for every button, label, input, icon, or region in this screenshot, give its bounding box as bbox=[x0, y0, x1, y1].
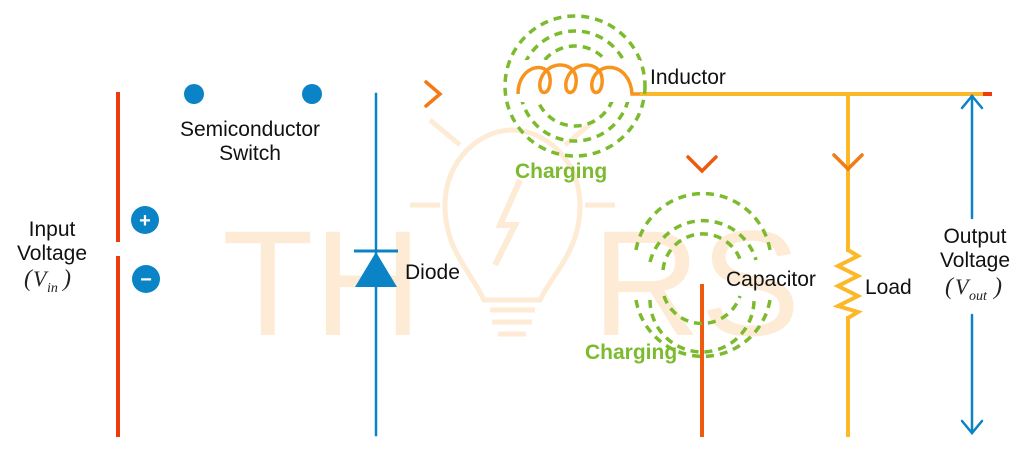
switch-terminal-left-icon bbox=[184, 84, 204, 104]
current-arrow-down-capacitor-icon bbox=[686, 155, 718, 174]
svg-text:in: in bbox=[47, 281, 58, 296]
diode-label: Diode bbox=[405, 261, 460, 284]
svg-text:V: V bbox=[33, 266, 49, 291]
switch-label-line2: Switch bbox=[219, 142, 281, 165]
input-voltage-symbol: ( V in ) bbox=[24, 266, 71, 296]
input-voltage-label-line2: Voltage bbox=[17, 242, 87, 265]
svg-text:(: ( bbox=[945, 274, 955, 300]
inductor-label: Inductor bbox=[650, 66, 726, 89]
diode-symbol-icon bbox=[354, 249, 398, 287]
svg-text:−: − bbox=[140, 269, 152, 291]
current-arrow-right-icon bbox=[424, 80, 443, 108]
lightbulb-watermark-icon bbox=[410, 118, 615, 337]
svg-text:): ) bbox=[61, 266, 71, 292]
battery-source-icon bbox=[89, 239, 148, 261]
capacitor-charging-label: Charging bbox=[585, 341, 677, 364]
output-voltage-label-line1: Output bbox=[943, 225, 1006, 248]
switch-label-line1: Semiconductor bbox=[180, 118, 320, 141]
svg-text:): ) bbox=[992, 274, 1002, 300]
output-voltage-symbol: ( V out ) bbox=[945, 274, 1002, 304]
plus-terminal-icon: + bbox=[131, 206, 159, 234]
output-voltage-label-line2: Voltage bbox=[940, 249, 1010, 272]
capacitor-plates-icon bbox=[678, 267, 726, 289]
watermark-right-text: RS bbox=[592, 199, 800, 367]
minus-terminal-icon: − bbox=[132, 265, 160, 293]
inductor-charging-label: Charging bbox=[515, 160, 607, 183]
capacitor-electric-field-icon bbox=[634, 191, 772, 359]
input-voltage-label-line1: Input bbox=[29, 218, 76, 241]
output-voltage-arrow-icon bbox=[960, 94, 984, 435]
semiconductor-switch bbox=[184, 84, 322, 104]
svg-text:+: + bbox=[139, 210, 151, 232]
svg-text:out: out bbox=[969, 289, 988, 304]
current-arrow-down-load-icon bbox=[832, 153, 864, 172]
capacitor-label: Capacitor bbox=[726, 268, 816, 291]
load-label: Load bbox=[865, 276, 912, 299]
svg-text:V: V bbox=[955, 274, 971, 299]
load-resistor-icon bbox=[832, 248, 863, 320]
svg-text:(: ( bbox=[24, 266, 34, 292]
switch-terminal-right-icon bbox=[302, 84, 322, 104]
inductor-coil-icon bbox=[515, 60, 640, 102]
